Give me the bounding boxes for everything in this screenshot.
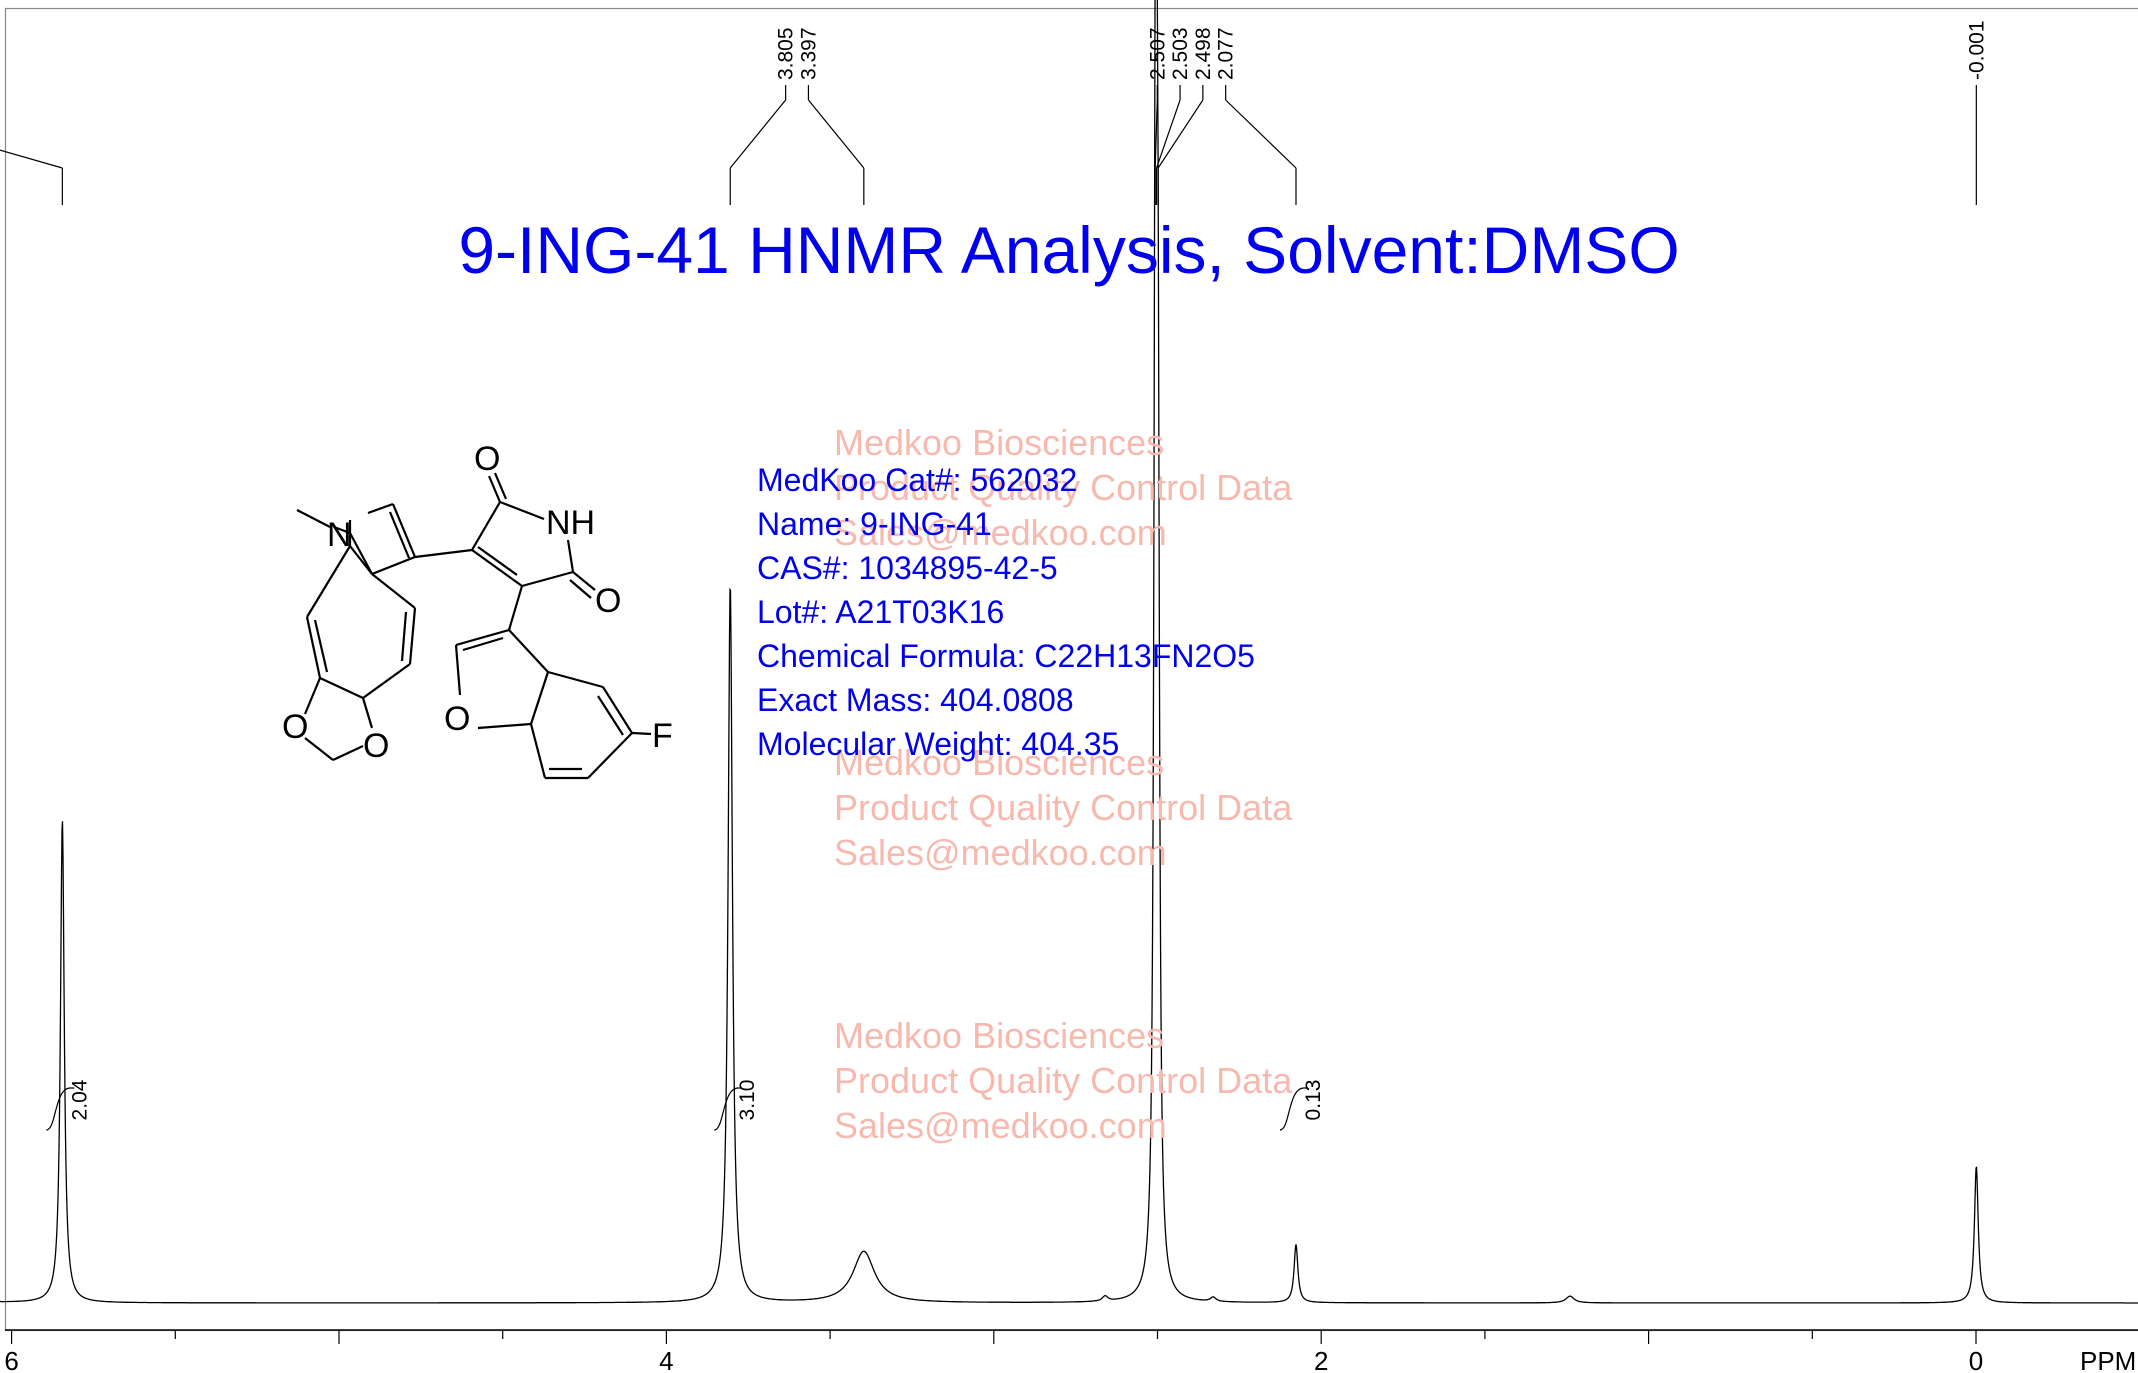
info-exact-mass: Exact Mass: 404.0808 [757,682,1074,718]
x-axis-label: PPM [2080,1346,2136,1373]
integral-curve [714,1087,743,1131]
integral-curve [46,1087,75,1131]
info-mw: Molecular Weight: 404.35 [757,726,1120,762]
x-tick-label: 6 [4,1346,18,1373]
atom-o-furan: O [444,700,470,738]
x-tick-label: 4 [659,1346,673,1373]
structure-atom-labels: N O NH O O O O F [282,440,673,765]
sample-info: MedKoo Cat#: 562032 Name: 9-ING-41 CAS#:… [757,458,1255,766]
watermark-subtitle: Product Quality Control Data [834,787,1293,828]
peak-leader [807,99,865,169]
peak-leader [1154,99,1158,169]
atom-o-imide-top: O [474,440,500,478]
watermark-company: Medkoo Biosciences [834,1015,1165,1056]
info-cas: CAS#: 1034895-42-5 [757,550,1058,586]
molecule-structure [296,472,652,780]
atom-f: F [652,717,673,755]
peak-label: 3.397 [797,27,820,80]
info-lot: Lot#: A21T03K16 [757,594,1005,630]
watermark-subtitle: Product Quality Control Data [834,1060,1293,1101]
integral-label: 2.04 [68,1079,91,1120]
peak-label: 2.498 [1192,27,1215,80]
peak-label: 3.805 [775,27,798,80]
watermark-company: Medkoo Biosciences [834,422,1165,463]
atom-o-imide-right: O [595,582,621,620]
atom-n-indole: N [327,516,352,554]
atom-o-dioxole-right: O [363,727,389,765]
x-tick-label: 0 [1969,1346,1983,1373]
info-formula: Chemical Formula: C22H13FN2O5 [757,638,1255,674]
x-tick-label: 2 [1314,1346,1328,1373]
peak-leader [1157,99,1204,169]
peak-leader [1225,99,1297,169]
spectrum-line [0,0,2138,1304]
peak-label: 2.077 [1215,27,1238,80]
watermark-email: Sales@medkoo.com [834,832,1167,873]
chart-title: 9-ING-41 HNMR Analysis, Solvent:DMSO [458,213,1680,287]
peak-leader [0,149,63,169]
atom-nh: NH [546,504,595,542]
watermark-block-2: Medkoo Biosciences Product Quality Contr… [834,740,1292,875]
watermark-email: Sales@medkoo.com [834,512,1167,553]
integral-label: 0.13 [1302,1080,1325,1121]
atom-o-dioxole-left: O [282,708,308,746]
peak-label: -0.001 [1965,20,1988,80]
integral-curve [1279,1087,1308,1131]
peak-leader [729,99,787,169]
watermark-email: Sales@medkoo.com [834,1105,1167,1146]
integral-label: 3.10 [736,1080,759,1121]
watermark-company: Medkoo Biosciences [834,742,1165,783]
info-cat: MedKoo Cat#: 562032 [757,462,1078,498]
info-name: Name: 9-ING-41 [757,506,992,542]
peak-label-group: 11.1698.2917.7897.6857.6757.6637.6537.14… [0,20,1988,205]
watermark-block-1: Medkoo Biosciences Product Quality Contr… [834,420,1292,555]
integral-group: 1.010.971.001.012.081.010.982.043.100.13 [46,1079,1325,1131]
watermark-subtitle: Product Quality Control Data [834,467,1293,508]
peak-label: 2.503 [1169,27,1192,80]
x-axis: 1086420PPM [4,1329,2138,1373]
peak-leader [1155,99,1181,169]
watermark-block-3: Medkoo Biosciences Product Quality Contr… [834,1013,1292,1148]
